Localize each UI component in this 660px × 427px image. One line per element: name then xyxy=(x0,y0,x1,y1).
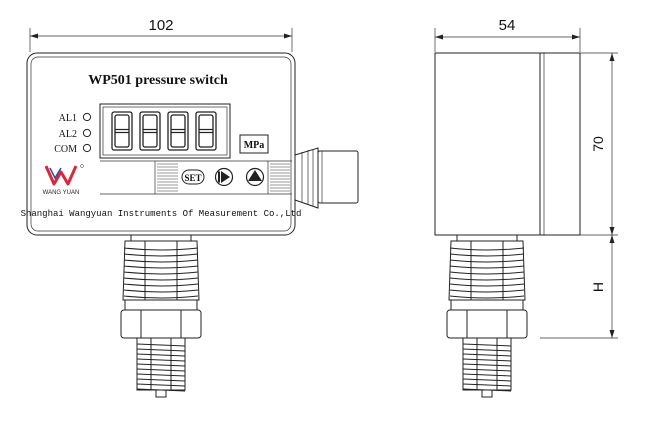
indicator-com-label: COM xyxy=(54,144,77,155)
front-width-dimension: 102 xyxy=(29,17,293,52)
indicator-al1-label: AL1 xyxy=(59,113,77,124)
side-housing xyxy=(434,52,581,236)
height-label: 70 xyxy=(590,136,606,152)
up-triangle-icon xyxy=(248,170,262,181)
side-width-label: 54 xyxy=(499,17,516,34)
logo-text: WANG YUAN xyxy=(43,190,80,196)
fitting-height-dimension: H xyxy=(540,235,618,339)
fitting-height-label: H xyxy=(590,282,606,292)
side-pressure-fitting xyxy=(446,234,528,398)
indicator-al2-led xyxy=(82,128,92,138)
indicator-al2-label: AL2 xyxy=(59,129,77,140)
indicator-group: AL1 AL2 COM xyxy=(54,112,92,155)
indicator-al1-led xyxy=(82,112,92,122)
led-display xyxy=(99,103,231,159)
set-button-label: SET xyxy=(184,173,201,183)
seven-segment-digits xyxy=(111,111,217,151)
device-title: WP501 pressure switch xyxy=(88,73,228,88)
indicator-com-led xyxy=(82,143,92,153)
front-pressure-fitting xyxy=(120,234,202,398)
play-arrow-icon xyxy=(221,171,230,183)
digit-2 xyxy=(139,111,161,151)
digit-4 xyxy=(195,111,217,151)
wangyuan-logo-icon xyxy=(44,164,84,186)
cable-gland xyxy=(294,147,359,209)
right-arrow-button[interactable] xyxy=(214,167,234,187)
digit-3 xyxy=(167,111,189,151)
height-dimension: 70 xyxy=(580,52,618,236)
set-button[interactable]: SET xyxy=(181,169,205,185)
keypad-band xyxy=(100,160,292,195)
digit-1 xyxy=(111,111,133,151)
company-name: Shanghai Wangyuan Instruments Of Measure… xyxy=(21,209,302,219)
side-width-dimension: 54 xyxy=(434,17,581,52)
unit-box xyxy=(239,134,269,154)
unit-label: MPa xyxy=(244,140,265,151)
front-width-label: 102 xyxy=(148,17,173,34)
up-arrow-button[interactable] xyxy=(245,167,265,187)
